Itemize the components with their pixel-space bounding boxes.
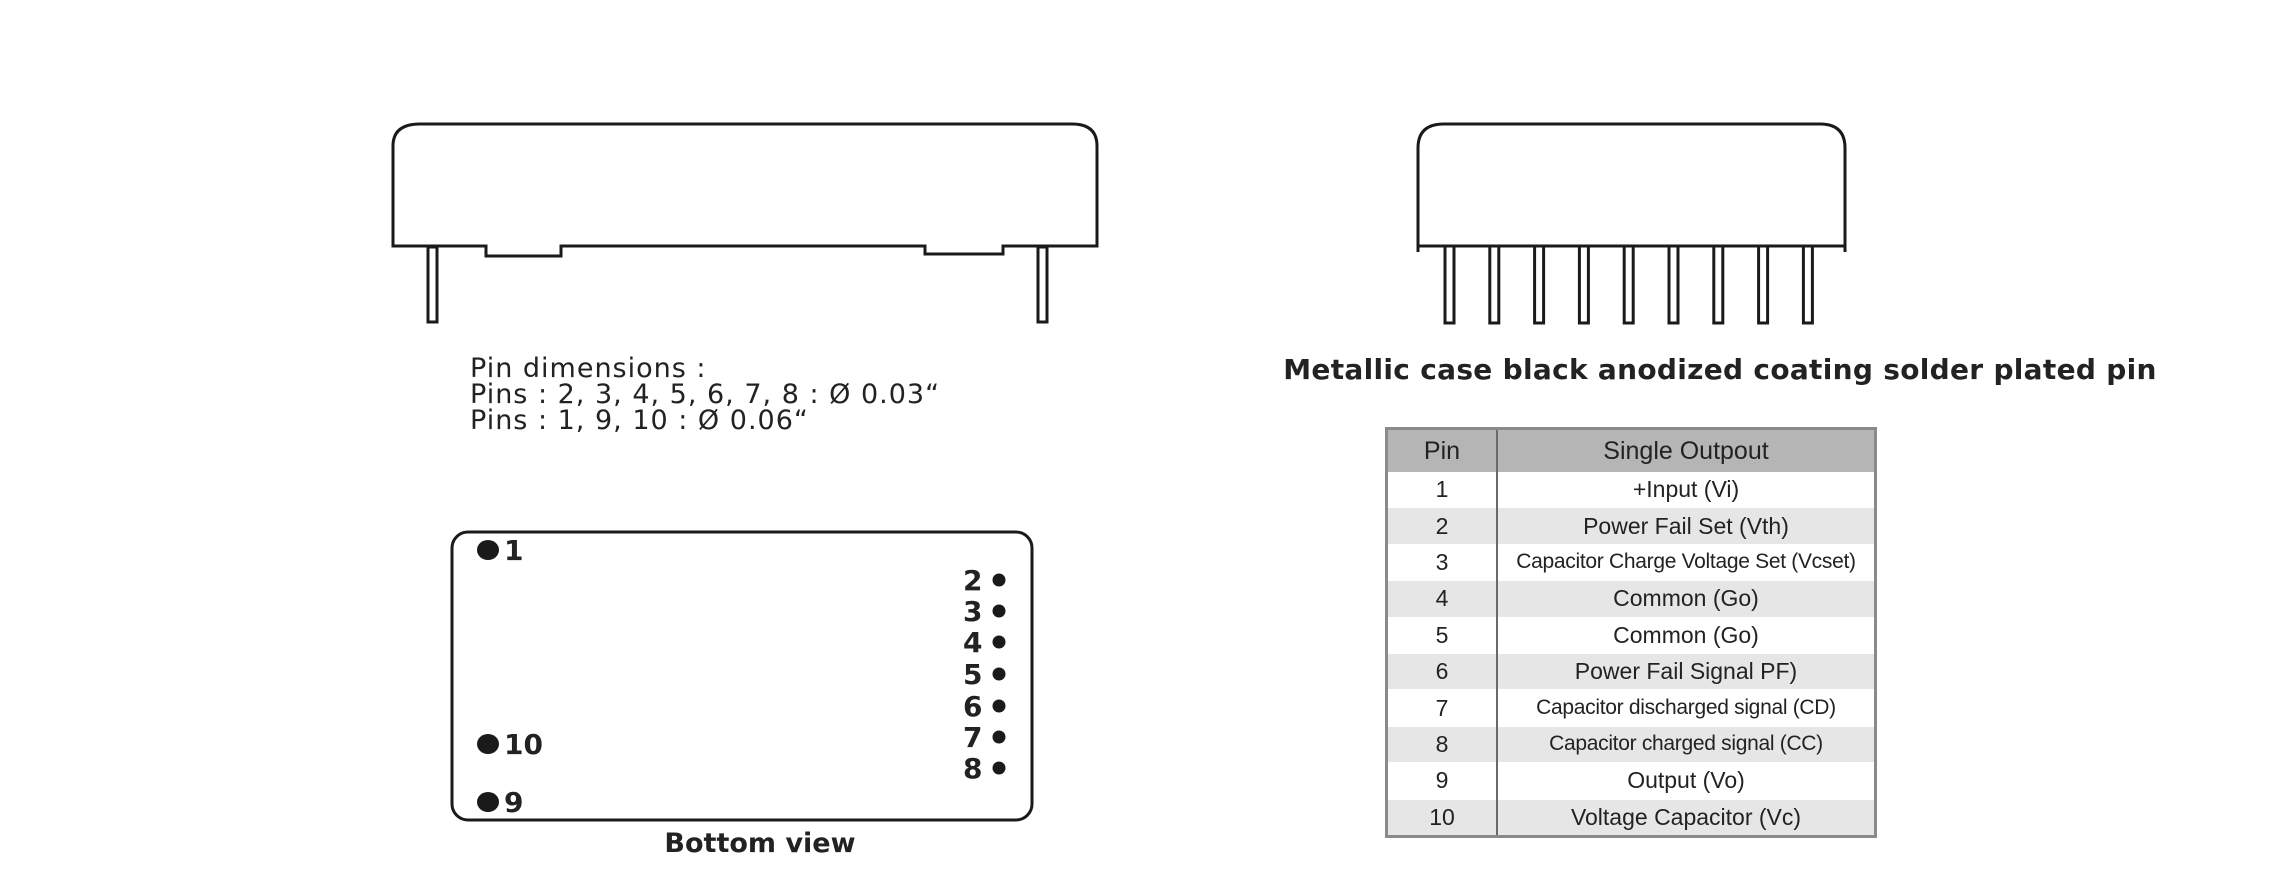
pin-dimensions-heading: Pin dimensions : [470, 353, 707, 384]
pin-function-cell: Common (Go) [1497, 580, 1876, 618]
front-view-pin-left [426, 245, 439, 324]
pin-number-cell: 7 [1386, 689, 1498, 727]
bottom-pin-6-label: 6 [963, 690, 983, 723]
pin-number-cell: 1 [1386, 472, 1498, 508]
pin-number-cell: 5 [1386, 616, 1498, 654]
side-view-pin [1488, 244, 1501, 325]
pin-column-header: Pin [1386, 428, 1498, 472]
bottom-pin-7-dot [992, 730, 1006, 744]
front-view-pin-right [1036, 245, 1049, 324]
bottom-pin-10-label: 10 [504, 728, 543, 761]
bottom-pin-3-dot [992, 604, 1006, 618]
pin-dimensions-line-2: Pins : 1, 9, 10 : Ø 0.06“ [470, 405, 809, 436]
pin-number-cell: 9 [1386, 762, 1498, 800]
bottom-pin-1-label: 1 [504, 534, 524, 567]
bottom-view [450, 530, 1034, 822]
pin-function-cell: Power Fail Set (Vth) [1497, 507, 1876, 545]
side-view-pin [1712, 244, 1725, 325]
bottom-view-outline [450, 530, 1034, 822]
side-view-pin [1622, 244, 1635, 325]
pin-function-cell: Capacitor charged signal (CC) [1497, 725, 1876, 763]
side-view-pin [1577, 244, 1590, 325]
table-row: 1 +Input (Vi) [1386, 472, 1876, 508]
bottom-pin-8-label: 8 [963, 752, 983, 785]
front-view [391, 122, 1099, 324]
bottom-pin-4-dot [992, 635, 1006, 649]
pin-dimensions-note: Pin dimensions : Pins : 2, 3, 4, 5, 6, 7… [470, 353, 941, 436]
bottom-pin-9-dot [477, 792, 499, 812]
bottom-pin-9-label: 9 [504, 786, 524, 819]
side-view-pin [1533, 244, 1546, 325]
bottom-pin-5-label: 5 [963, 658, 983, 691]
front-view-body [391, 122, 1099, 258]
side-view-pin [1801, 244, 1814, 325]
pin-number-cell: 4 [1386, 580, 1498, 618]
bottom-view-caption: Bottom view [664, 828, 856, 859]
pin-number-cell: 6 [1386, 652, 1498, 690]
pin-dimensions-line-1: Pins : 2, 3, 4, 5, 6, 7, 8 : Ø 0.03“ [470, 379, 941, 410]
bottom-pin-2-label: 2 [963, 564, 983, 597]
bottom-pin-5-dot [992, 667, 1006, 681]
pin-number-cell: 10 [1386, 798, 1498, 837]
pin-function-cell: +Input (Vi) [1632, 476, 1740, 503]
pin-function-cell: Power Fail Signal PF) [1497, 652, 1876, 690]
pin-function-cell: Capacitor discharged signal (CD) [1497, 689, 1876, 727]
side-view-body [1416, 122, 1847, 248]
side-view-pin [1757, 244, 1770, 325]
pin-function-cell: Capacitor Charge Voltage Set (Vcset) [1497, 543, 1876, 581]
side-view-pin [1443, 244, 1456, 325]
pin-function-cell: Voltage Capacitor (Vc) [1497, 798, 1876, 837]
pin-number-cell: 8 [1386, 725, 1498, 763]
function-column-header: Single Outpout [1497, 428, 1876, 472]
bottom-pin-7-label: 7 [963, 721, 983, 754]
bottom-pin-2-dot [992, 573, 1006, 587]
side-view-caption: Metallic case black anodized coating sol… [1283, 353, 2157, 386]
pinout-table-header: Pin Single Outpout [1386, 428, 1876, 472]
side-view-pin [1667, 244, 1680, 325]
bottom-pin-4-label: 4 [963, 626, 983, 659]
bottom-pin-1-dot [477, 540, 499, 560]
bottom-pin-10-dot [477, 734, 499, 754]
pin-number-cell: 2 [1386, 507, 1498, 545]
pin-function-cell: Output (Vo) [1497, 762, 1876, 800]
pin-function-cell: Common (Go) [1497, 616, 1876, 654]
bottom-pin-6-dot [992, 699, 1006, 713]
bottom-pin-3-label: 3 [963, 595, 983, 628]
side-view-pins [1443, 244, 1814, 325]
bottom-pin-8-dot [992, 761, 1006, 775]
side-view [1416, 122, 1847, 325]
pin-number-cell: 3 [1386, 543, 1498, 581]
